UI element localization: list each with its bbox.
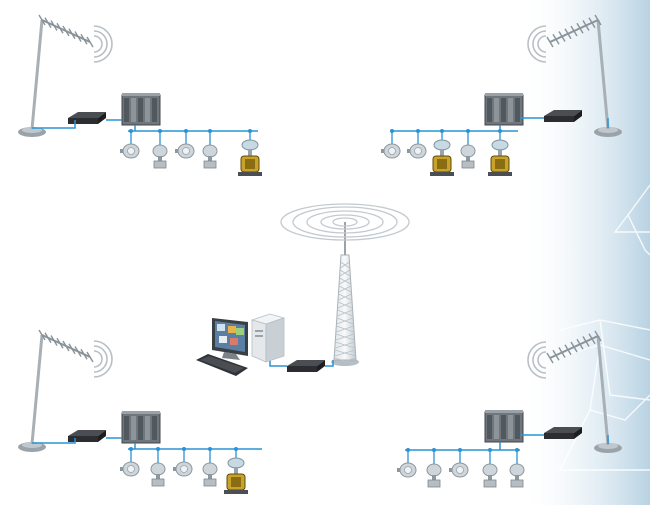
plc-rack-icon <box>484 93 524 126</box>
modem-tower-link <box>325 360 334 367</box>
site-top-left <box>18 14 262 176</box>
radio-wave <box>532 346 547 374</box>
antenna-bottom-right <box>527 330 622 453</box>
plc-rack-icon <box>484 410 524 443</box>
radio-modem-icon <box>68 112 106 124</box>
site-top-right <box>381 14 622 176</box>
radio-wave <box>93 345 108 373</box>
field-sensor-icon <box>175 143 195 159</box>
radio-wave <box>280 203 410 241</box>
field-sensor-icon <box>381 143 401 159</box>
bus-node <box>498 129 502 133</box>
antenna-top-right <box>527 14 622 137</box>
radio-wave <box>527 341 547 379</box>
field-sensor-icon <box>407 143 427 159</box>
bus-node <box>406 448 410 452</box>
central-station <box>196 203 410 376</box>
pressure-transmitter-icon <box>509 463 525 488</box>
bus-node <box>488 448 492 452</box>
decorative-wireframe <box>544 184 650 471</box>
field-sensor-icon <box>449 462 469 478</box>
radio-wave <box>537 351 547 369</box>
radio-modem-icon <box>287 360 325 372</box>
bus-node <box>208 129 212 133</box>
workstation-icon <box>212 313 286 363</box>
keyboard-icon <box>196 354 248 376</box>
bus-node <box>208 447 212 451</box>
radio-modem-icon <box>68 430 106 442</box>
control-valve-icon <box>238 139 262 176</box>
bus-node <box>458 448 462 452</box>
control-valve-icon <box>430 139 454 176</box>
bus-node <box>515 448 519 452</box>
radio-wave <box>320 214 370 230</box>
radio-wave <box>93 35 103 53</box>
site-bottom-left <box>18 329 262 494</box>
plc-rack-icon <box>121 411 161 444</box>
radio-wave <box>93 30 108 58</box>
pressure-transmitter-icon <box>482 463 498 488</box>
radio-wave <box>527 25 547 63</box>
radio-modem-icon <box>544 110 582 122</box>
pressure-transmitter-icon <box>152 144 168 169</box>
bus-node <box>466 129 470 133</box>
bus-node <box>390 129 394 133</box>
site-bottom-right <box>397 330 622 488</box>
bus-node <box>234 447 238 451</box>
radio-wave <box>93 25 113 63</box>
field-sensor-icon <box>120 461 140 477</box>
radio-modem-icon <box>544 427 582 439</box>
bus-node <box>182 447 186 451</box>
antenna-modem-link <box>32 120 76 129</box>
field-sensor-icon <box>120 143 140 159</box>
control-valve-icon <box>224 457 248 494</box>
remote-sites <box>18 14 622 494</box>
field-sensor-icon <box>173 461 193 477</box>
bus-node <box>156 447 160 451</box>
bus-node <box>129 129 133 133</box>
bus-node <box>129 447 133 451</box>
bus-node <box>416 129 420 133</box>
bus-node <box>432 448 436 452</box>
bus-node <box>248 129 252 133</box>
pressure-transmitter-icon <box>202 462 218 487</box>
radio-wave <box>93 340 113 378</box>
bus-node <box>184 129 188 133</box>
radio-wave <box>93 350 103 368</box>
bus-node <box>158 129 162 133</box>
radio-wave <box>306 210 384 234</box>
pressure-transmitter-icon <box>150 462 166 487</box>
bus-node <box>440 129 444 133</box>
plc-rack-icon <box>121 93 161 126</box>
radio-wave <box>292 206 398 238</box>
radio-wave <box>332 217 358 227</box>
pressure-transmitter-icon <box>202 144 218 169</box>
radio-tower-icon <box>280 203 410 366</box>
field-sensor-icon <box>397 462 417 478</box>
antenna-modem-link <box>32 438 76 444</box>
antenna-bottom-left <box>18 329 113 452</box>
radio-wave <box>532 30 547 58</box>
control-valve-icon <box>488 139 512 176</box>
background-accent <box>520 0 650 505</box>
pressure-transmitter-icon <box>426 463 442 488</box>
pressure-transmitter-icon <box>460 144 476 169</box>
radio-wave <box>537 35 547 53</box>
